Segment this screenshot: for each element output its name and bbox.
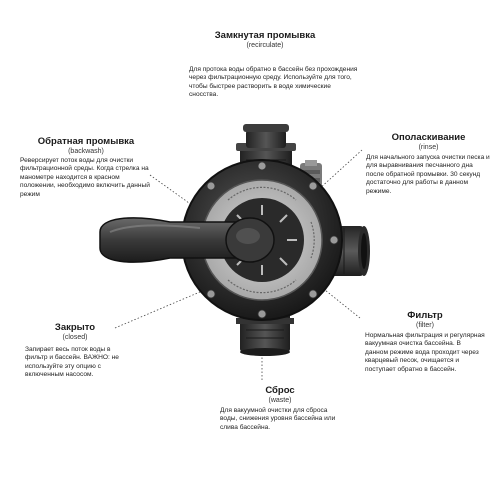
leader-filter bbox=[319, 285, 361, 319]
label-backwash-title: Обратная промывка bbox=[37, 136, 135, 147]
label-filter: Фильтр (filter) Нормальная фильтрация и … bbox=[365, 310, 485, 374]
label-rinse-sub: (rinse) bbox=[418, 144, 439, 151]
label-rinse-desc: Для начального запуска очистки песка и д… bbox=[366, 154, 490, 195]
label-recirculate-sub: (recirculate) bbox=[246, 42, 284, 49]
label-recirculate-desc: Для протока воды обратно в бассейн без п… bbox=[189, 66, 358, 99]
label-waste-title: Сброс bbox=[265, 385, 295, 396]
label-filter-sub: (filter) bbox=[416, 322, 434, 329]
label-closed-title: Закрыто bbox=[54, 322, 96, 333]
label-closed-sub: (closed) bbox=[62, 334, 88, 341]
label-recirculate: Замкнутая промывка (recirculate) Для про… bbox=[175, 30, 357, 100]
label-backwash-desc: Реверсирует поток воды для очистки фильт… bbox=[20, 157, 150, 198]
leader-rinse bbox=[317, 149, 363, 191]
label-filter-title: Фильтр bbox=[407, 310, 443, 321]
label-filter-desc: Нормальная фильтрация и регулярная вакуу… bbox=[365, 332, 485, 373]
label-rinse-title: Ополаскивание bbox=[391, 132, 466, 143]
label-backwash-sub: (backwash) bbox=[68, 148, 104, 155]
label-rinse: Ополаскивание (rinse) Для начального зап… bbox=[366, 132, 491, 196]
label-waste: Сброс (waste) Для вакуумной очистки для … bbox=[220, 385, 340, 432]
label-waste-desc: Для вакуумной очистки для сброса воды, с… bbox=[220, 407, 336, 431]
label-waste-sub: (waste) bbox=[268, 397, 292, 404]
label-closed: Закрыто (closed) Запирает весь поток вод… bbox=[25, 322, 125, 380]
valve-handle bbox=[99, 217, 275, 263]
label-backwash: Обратная промывка (backwash) Реверсирует… bbox=[20, 136, 170, 199]
label-closed-desc: Запирает весь поток воды в фильтр и басс… bbox=[25, 346, 119, 379]
leader-closed bbox=[114, 285, 215, 329]
label-recirculate-title: Замкнутая промывка bbox=[214, 30, 316, 41]
leader-backwash bbox=[149, 174, 197, 209]
